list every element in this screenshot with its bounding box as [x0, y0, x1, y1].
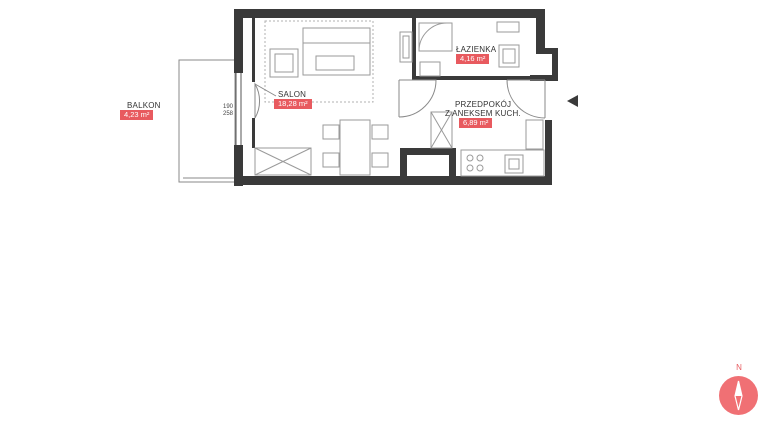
furniture	[254, 20, 545, 177]
compass-disc	[719, 376, 758, 415]
balkon-label: BALKON	[127, 101, 161, 110]
lazienka-area-badge: 4,16 m²	[456, 54, 490, 64]
exterior-walls	[234, 9, 558, 186]
window-dim-lower: 258	[223, 111, 234, 117]
przedpokoj-label-line2: Z ANEKSEM KUCH.	[445, 109, 521, 118]
entrance-arrow-icon	[567, 95, 578, 107]
compass-north-label: N	[736, 363, 742, 372]
balkon-area-badge: 4,23 m²	[120, 110, 154, 120]
balcony-outline	[178, 59, 236, 183]
window-left	[235, 73, 242, 145]
przedpokoj-area-badge: 6,89 m²	[459, 118, 493, 128]
compass-needle-icon	[734, 380, 743, 411]
przedpokoj-label-line1: PRZEDPOKÓJ	[455, 100, 512, 109]
lazienka-label: ŁAZIENKA	[456, 45, 497, 54]
salon-area-badge: 18,28 m²	[274, 99, 312, 109]
door-swings	[254, 79, 546, 119]
interior-walls	[252, 18, 538, 148]
compass: N	[719, 363, 759, 415]
salon-label: SALON	[278, 90, 307, 99]
window-dim-upper: 190	[223, 104, 234, 110]
